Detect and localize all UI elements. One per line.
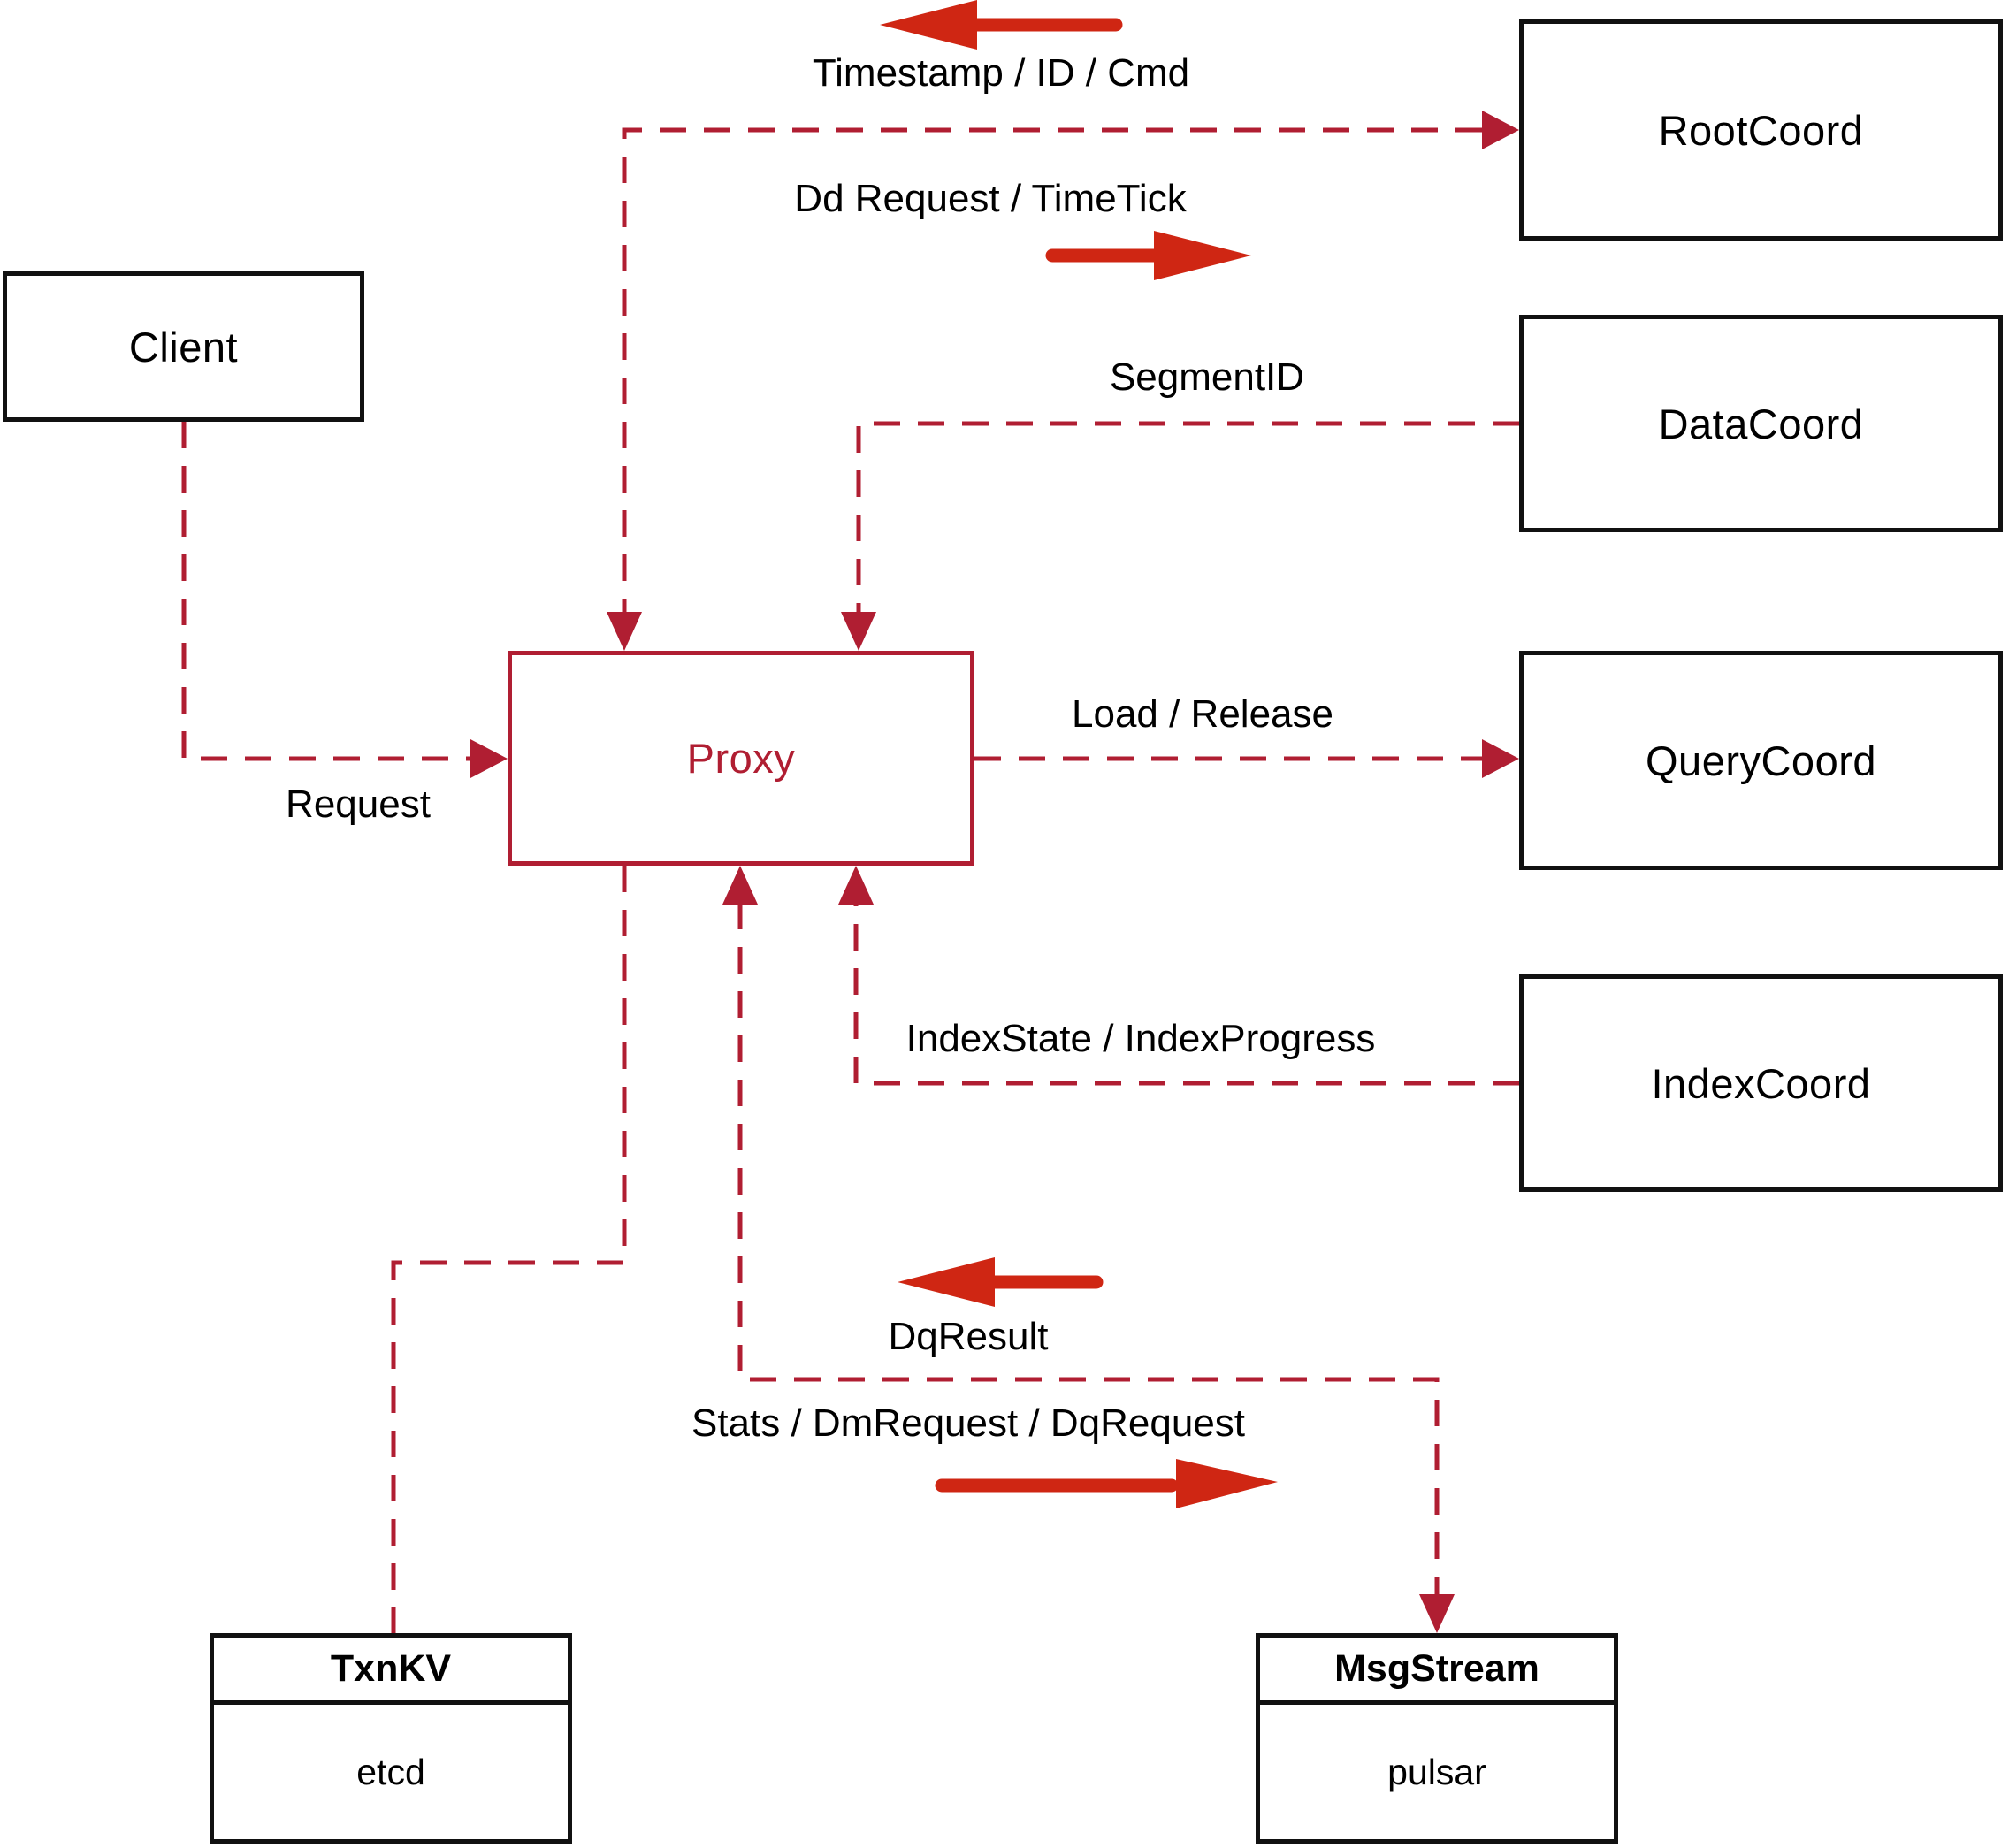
arrowhead-rootcoord-into-proxy [607,612,642,651]
node-proxy: Proxy [508,651,974,866]
node-querycoord: QueryCoord [1519,651,2003,870]
dq-result-direction-arrow-head [898,1257,995,1307]
arrowhead-into-msgstream [1419,1594,1455,1633]
arrowhead-into-querycoord [1482,739,1519,778]
node-client: Client [3,271,364,422]
edge-datacoord-proxy [856,421,1519,614]
arrowhead-request-into-proxy [470,739,508,778]
arrowhead-indexcoord-into-proxy [838,866,874,905]
edge-label-timestamp-id-cmd: Timestamp / ID / Cmd [812,51,1190,95]
node-datacoord: DataCoord [1519,315,2003,532]
edge-label-stats-dm-dq-request: Stats / DmRequest / DqRequest [691,1401,1246,1445]
node-txnkv-title: TxnKV [214,1638,568,1705]
timestamp-direction-arrow-head [880,0,977,50]
edge-indexcoord-proxy [853,903,1519,1086]
edge-label-segment-id: SegmentID [1109,355,1305,399]
edge-label-load-release: Load / Release [1072,692,1333,736]
node-txnkv-impl: etcd [356,1751,425,1792]
edge-proxy-txnkv [391,866,627,1633]
stats-direction-arrow-head [1176,1459,1278,1508]
node-msgstream: MsgStream pulsar [1256,1633,1618,1844]
arrowhead-msgstream-into-proxy [722,866,758,905]
node-msgstream-impl: pulsar [1387,1751,1486,1792]
arrowhead-into-rootcoord [1482,111,1519,149]
edge-label-dd-request-timetick: Dd Request / TimeTick [794,177,1187,220]
edge-label-request: Request [286,783,431,826]
edge-label-index-state-progress: IndexState / IndexProgress [905,1017,1376,1060]
node-rootcoord: RootCoord [1519,19,2003,241]
node-querycoord-label: QueryCoord [1646,737,1876,784]
node-rootcoord-label: RootCoord [1658,106,1864,154]
dd-request-direction-arrow-head [1154,231,1251,280]
edge-proxy-msgstream [737,903,1440,1596]
node-indexcoord: IndexCoord [1519,974,2003,1192]
node-client-label: Client [128,323,239,370]
node-proxy-label: Proxy [686,735,796,782]
edge-proxy-rootcoord [622,127,1482,614]
node-indexcoord-label: IndexCoord [1651,1059,1871,1107]
arrowhead-datacoord-into-proxy [841,612,876,651]
node-txnkv: TxnKV etcd [210,1633,572,1844]
edge-client-proxy [181,422,470,761]
node-datacoord-label: DataCoord [1658,400,1864,447]
edge-label-dq-result: DqResult [888,1315,1049,1358]
node-msgstream-title: MsgStream [1260,1638,1614,1705]
